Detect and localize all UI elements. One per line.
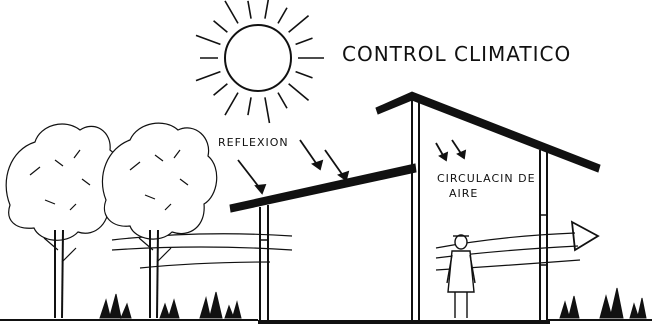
sun-ray xyxy=(289,16,309,33)
sun-ray xyxy=(289,84,309,101)
sun-ray xyxy=(196,72,220,81)
circulation-label-line2: AIRE xyxy=(449,187,478,200)
diagram-title: CONTROL CLIMATICO xyxy=(342,42,571,66)
circulation-label-line1: CIRCULACIN DE xyxy=(437,172,536,185)
sun-ray xyxy=(214,84,228,96)
trees-illustration xyxy=(6,123,217,318)
sun-ray xyxy=(225,93,238,116)
sun-ray xyxy=(296,72,313,78)
sun-ray xyxy=(225,1,238,24)
sun-ray xyxy=(296,38,313,44)
air-flow-lines xyxy=(112,233,580,270)
sun-ray xyxy=(278,93,287,109)
reflection-label: REFLEXION xyxy=(218,136,289,149)
sun-ray xyxy=(278,8,287,24)
sun-ray xyxy=(214,21,228,33)
shrubs-illustration xyxy=(100,288,646,318)
sun-ray xyxy=(248,1,251,19)
sun-ray xyxy=(196,35,220,44)
sun-icon xyxy=(196,0,324,123)
person-icon xyxy=(447,235,475,318)
sun-ray xyxy=(248,97,251,115)
house-section xyxy=(230,92,600,322)
sun-ray xyxy=(265,97,270,123)
sun-ray xyxy=(265,0,270,19)
